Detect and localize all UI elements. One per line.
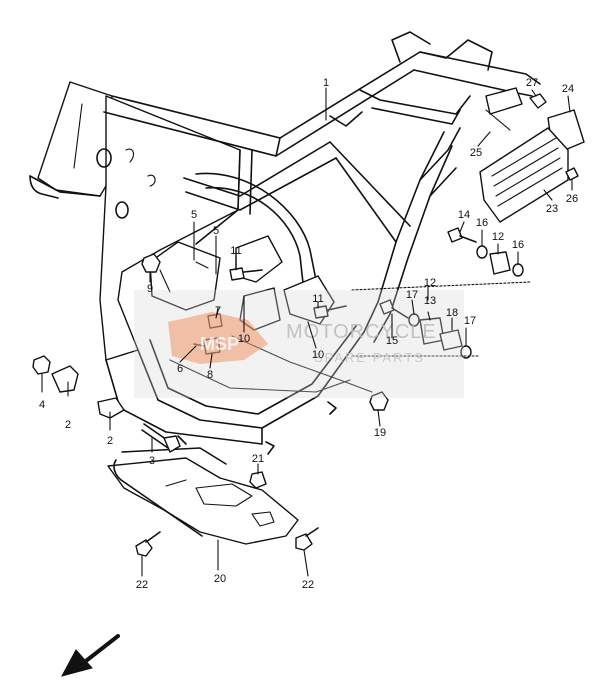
- callout-11b: 11: [312, 293, 323, 305]
- right-hardware: [351, 87, 585, 359]
- callout-27: 27: [526, 77, 538, 89]
- callout-11a: 11: [230, 245, 241, 257]
- callout-19: 19: [374, 427, 386, 439]
- callout-18: 18: [446, 307, 458, 319]
- callout-16a: 16: [476, 217, 488, 229]
- watermark-logo-text: MSP: [200, 334, 239, 354]
- callout-17a: 17: [406, 289, 418, 301]
- callout-12b: 12: [492, 231, 504, 243]
- callout-3: 3: [149, 455, 155, 467]
- leader-lines: [41, 87, 573, 577]
- callout-25: 25: [470, 147, 482, 159]
- watermark-logo-icon: [168, 312, 268, 364]
- callout-10b: 10: [312, 349, 324, 361]
- callout-14: 14: [458, 209, 470, 221]
- callout-22b: 22: [302, 579, 314, 591]
- callout-10a: 10: [238, 333, 250, 345]
- callout-8: 8: [207, 369, 213, 381]
- skid-plate: [107, 447, 299, 545]
- callout-5a: 5: [191, 209, 197, 221]
- callout-17b: 17: [464, 315, 476, 327]
- callout-2b: 2: [107, 435, 113, 447]
- callout-4: 4: [39, 399, 45, 411]
- callout-5b: 5: [213, 225, 219, 237]
- callout-21: 21: [252, 453, 264, 465]
- callout-9: 9: [147, 283, 153, 295]
- callout-16b: 16: [512, 239, 524, 251]
- callout-15: 15: [386, 335, 398, 347]
- callout-24: 24: [562, 83, 574, 95]
- watermark: MOTORCYCLE SPARE PARTS MSP: [134, 290, 464, 398]
- callout-22a: 22: [136, 579, 148, 591]
- callout-12a: 12: [424, 277, 436, 289]
- callout-7: 7: [215, 305, 221, 317]
- callout-6: 6: [177, 363, 183, 375]
- left-brackets: [32, 253, 389, 557]
- front-direction-arrow-icon: [61, 634, 120, 677]
- callout-23: 23: [546, 203, 558, 215]
- callout-1: 1: [323, 77, 329, 89]
- callout-26: 26: [566, 193, 578, 205]
- watermark-sub: SPARE PARTS: [314, 350, 425, 365]
- callout-20: 20: [214, 573, 226, 585]
- callout-13: 13: [424, 295, 436, 307]
- callout-2a: 2: [65, 419, 71, 431]
- watermark-brand: MOTORCYCLE: [286, 321, 437, 343]
- callout-labels: 1 2 2 3 4 5 5 6 7 8 9 10 10 11 11 12 12 …: [39, 77, 578, 591]
